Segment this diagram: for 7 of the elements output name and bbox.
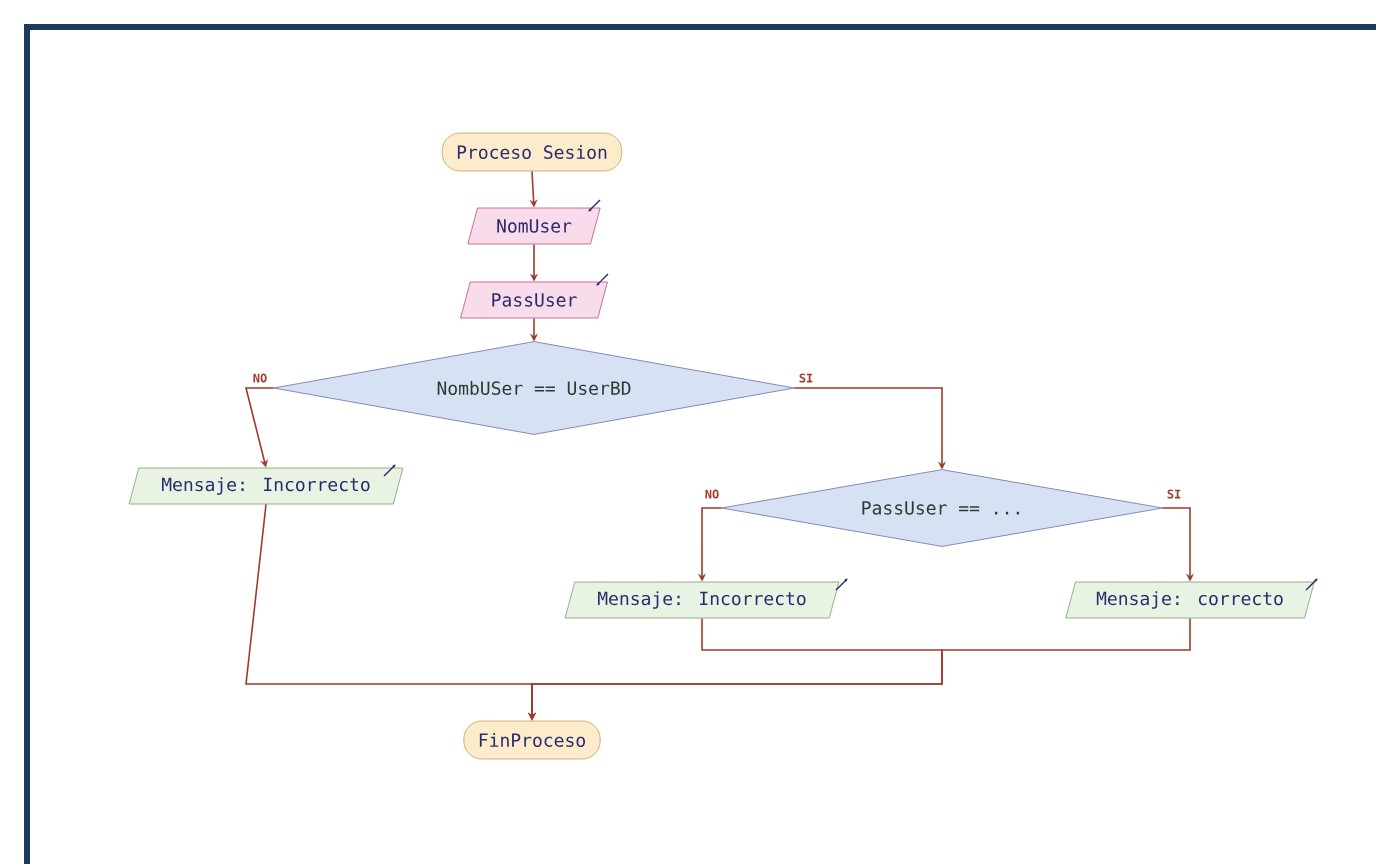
input-parallelogram: PassUser: [460, 281, 608, 319]
start-terminal: Proceso Sesion: [441, 132, 623, 172]
output-parallelogram: Mensaje: Incorrecto: [128, 467, 404, 505]
output-parallelogram: Mensaje: correcto: [1065, 581, 1315, 619]
end-terminal: FinProceso: [463, 720, 601, 760]
output-parallelogram: Mensaje: Incorrecto: [564, 581, 840, 619]
input-parallelogram: NomUser: [467, 207, 601, 245]
